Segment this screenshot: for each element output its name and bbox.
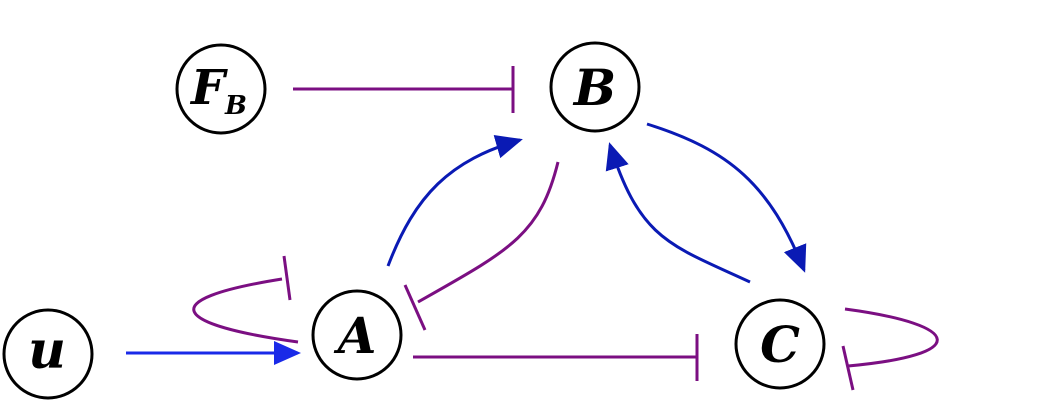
edge-b-activates-c	[646, 122, 807, 273]
node-fb-label: FB	[189, 60, 247, 121]
edge-a-self-inhibition	[192, 255, 299, 344]
node-u-label: u	[28, 320, 66, 381]
node-u: u	[2, 308, 94, 400]
edge-a-activates-b	[386, 135, 523, 267]
node-b-label: B	[572, 58, 616, 117]
node-b: B	[549, 41, 641, 133]
edge-b-inhibits-a	[403, 161, 560, 331]
edge-fb-inhibits-b	[293, 66, 515, 113]
edge-a-inhibits-c	[413, 334, 699, 381]
node-a-label: A	[334, 306, 377, 365]
node-c: C	[734, 298, 826, 390]
node-fb: FB	[175, 43, 267, 135]
node-fb-subscript: B	[224, 91, 247, 121]
edge-c-self-inhibition	[841, 307, 939, 391]
node-a: A	[311, 289, 403, 381]
edge-c-activates-b	[605, 142, 751, 284]
node-c-label: C	[760, 315, 800, 374]
